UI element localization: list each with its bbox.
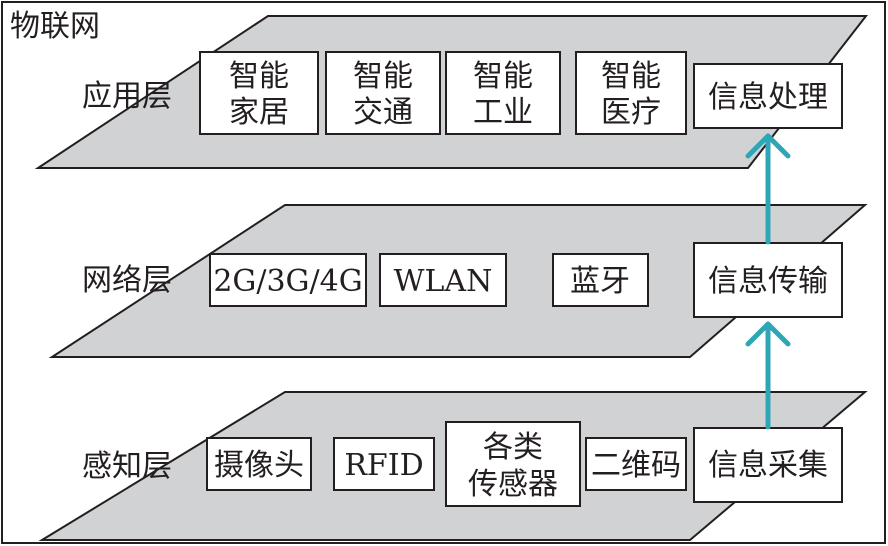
- info-transmission-box: 信息传输: [693, 242, 843, 318]
- svg-text:工业: 工业: [473, 95, 533, 130]
- svg-text:智能: 智能: [473, 59, 533, 94]
- info-processing-box: 信息处理: [693, 63, 843, 129]
- network-layer-label: 网络层: [82, 263, 172, 298]
- sense-item-rfid: RFID: [333, 437, 435, 491]
- svg-text:智能: 智能: [353, 59, 413, 94]
- sense-item-camera: 摄像头: [206, 437, 312, 491]
- svg-text:摄像头: 摄像头: [214, 448, 304, 483]
- svg-text:各类: 各类: [483, 430, 543, 465]
- svg-text:WLAN: WLAN: [394, 264, 493, 299]
- app-item-smart-transport: 智能 交通: [325, 51, 441, 135]
- svg-text:医疗: 医疗: [601, 95, 661, 130]
- application-layer-label: 应用层: [82, 79, 172, 114]
- svg-text:交通: 交通: [353, 95, 413, 130]
- app-item-smart-home: 智能 家居: [199, 51, 319, 135]
- perception-layer-label: 感知层: [82, 449, 172, 484]
- app-item-smart-medical: 智能 医疗: [575, 51, 687, 135]
- net-item-bluetooth: 蓝牙: [552, 253, 649, 307]
- app-item-smart-industry: 智能 工业: [445, 51, 561, 135]
- svg-text:RFID: RFID: [344, 448, 423, 483]
- svg-text:信息处理: 信息处理: [708, 80, 828, 115]
- svg-text:2G/3G/4G: 2G/3G/4G: [213, 264, 362, 299]
- svg-text:信息采集: 信息采集: [708, 448, 828, 483]
- net-item-2g-3g-4g: 2G/3G/4G: [209, 253, 367, 307]
- diagram-title: 物联网: [10, 9, 100, 44]
- info-collection-box: 信息采集: [693, 427, 843, 503]
- sense-item-qr-code: 二维码: [585, 437, 687, 491]
- svg-text:家居: 家居: [229, 95, 289, 130]
- net-item-wlan: WLAN: [379, 253, 507, 307]
- svg-text:二维码: 二维码: [591, 448, 681, 483]
- svg-text:蓝牙: 蓝牙: [570, 264, 630, 299]
- svg-text:智能: 智能: [229, 59, 289, 94]
- sense-item-sensors: 各类 传感器: [445, 421, 581, 507]
- svg-text:智能: 智能: [601, 59, 661, 94]
- svg-text:信息传输: 信息传输: [708, 264, 828, 299]
- svg-text:传感器: 传感器: [468, 467, 558, 502]
- arrow-collection-to-transmission: [745, 321, 791, 430]
- arrow-transmission-to-processing: [745, 133, 791, 245]
